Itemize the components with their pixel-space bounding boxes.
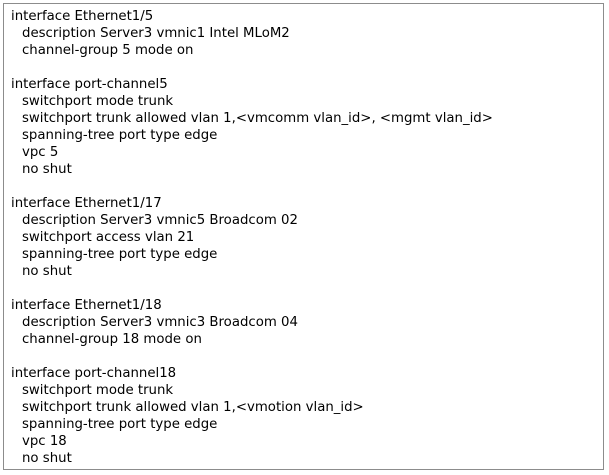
config-line: no shut	[22, 451, 72, 466]
config-line: switchport mode trunk	[22, 94, 174, 109]
interface-header: interface port-channel5	[11, 77, 168, 92]
blank-line	[11, 59, 599, 76]
config-line: channel-group 18 mode on	[22, 332, 202, 347]
blank-line	[11, 348, 599, 365]
interface-header: interface Ethernet1/18	[11, 298, 162, 313]
config-listing: interface Ethernet1/5 description Server…	[11, 8, 599, 467]
config-line: vpc 18	[22, 434, 67, 449]
config-listing-box: interface Ethernet1/5 description Server…	[3, 3, 604, 470]
config-line: switchport mode trunk	[22, 383, 174, 398]
config-line: description Server3 vmnic3 Broadcom 04	[22, 315, 298, 330]
interface-header: interface Ethernet1/5	[11, 9, 154, 24]
config-line: spanning-tree port type edge	[22, 128, 218, 143]
config-line: spanning-tree port type edge	[22, 247, 218, 262]
config-line: switchport trunk allowed vlan 1,<vmcomm …	[22, 111, 493, 126]
interface-header: interface Ethernet1/17	[11, 196, 162, 211]
config-line: spanning-tree port type edge	[22, 417, 218, 432]
config-line: no shut	[22, 264, 72, 279]
interface-header: interface port-channel18	[11, 366, 177, 381]
config-line: description Server3 vmnic5 Broadcom 02	[22, 213, 298, 228]
config-line: switchport access vlan 21	[22, 230, 195, 245]
config-line: channel-group 5 mode on	[22, 43, 194, 58]
blank-line	[11, 178, 599, 195]
blank-line	[11, 280, 599, 297]
config-line: no shut	[22, 162, 72, 177]
config-line: vpc 5	[22, 145, 59, 160]
config-line: switchport trunk allowed vlan 1,<vmotion…	[22, 400, 364, 415]
config-line: description Server3 vmnic1 Intel MLoM2	[22, 26, 290, 41]
